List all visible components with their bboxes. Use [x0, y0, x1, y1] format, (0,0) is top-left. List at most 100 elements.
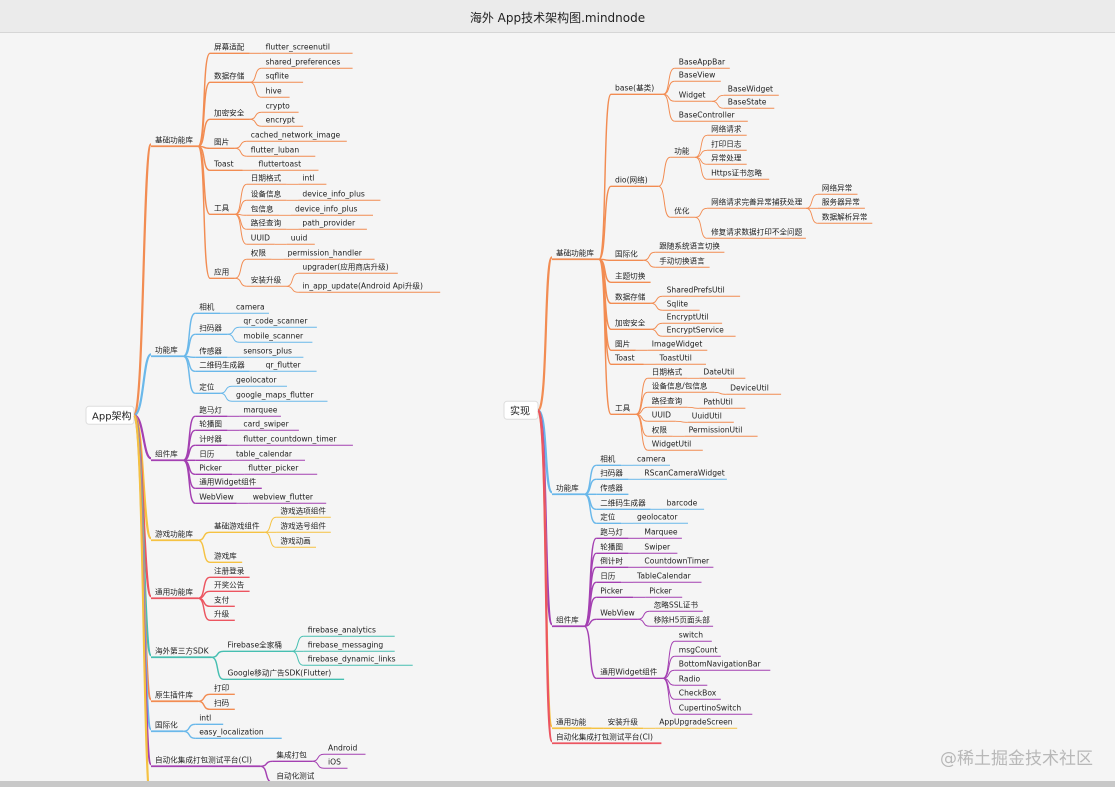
node-firebase-analytics[interactable]: firebase_analytics [308, 625, 376, 634]
node-cjk[interactable]: 定位 [199, 381, 215, 391]
node-cjk[interactable]: 国际化 [155, 719, 178, 729]
node-toastutil[interactable]: ToastUtil [659, 353, 692, 362]
node-camera[interactable]: camera [637, 454, 666, 463]
node-countdowntimer[interactable]: CountdownTimer [644, 556, 710, 565]
node-h5[interactable]: 移除H5页面头部 [654, 614, 711, 624]
node-toast[interactable]: Toast [213, 159, 234, 168]
node-cjk[interactable]: 跟随系统语言切换 [659, 240, 720, 250]
node-cjk[interactable]: 权限 [251, 247, 267, 257]
node-qr-code-scanner[interactable]: qr_code_scanner [243, 316, 308, 325]
node-dateutil[interactable]: DateUtil [703, 367, 734, 376]
node-cjk[interactable]: 设备信息/包信息 [652, 380, 708, 390]
node-cjk[interactable]: 升级 [214, 608, 230, 618]
node-picker[interactable]: Picker [600, 586, 623, 595]
node-encryptservice[interactable]: EncryptService [667, 325, 725, 334]
node-cjk[interactable]: 网络请求完善异常捕获处理 [711, 196, 803, 206]
node-radio[interactable]: Radio [679, 674, 701, 683]
node-cjk[interactable]: 开奖公告 [214, 579, 245, 589]
node-cjk[interactable]: 工具 [615, 403, 631, 412]
node-cjk[interactable]: 跑马灯 [600, 526, 623, 536]
node-pathutil[interactable]: PathUtil [703, 397, 732, 406]
node-bottomnavigationbar[interactable]: BottomNavigationBar [679, 659, 762, 668]
node-cached-network-image[interactable]: cached_network_image [251, 130, 341, 139]
node-cjk[interactable]: 屏幕适配 [214, 41, 245, 51]
node-cjk[interactable]: 游戏动画 [280, 535, 310, 545]
node-cjk[interactable]: 计时器 [199, 433, 222, 443]
node-cjk[interactable]: 图片 [615, 338, 630, 348]
node-android[interactable]: Android [328, 743, 358, 752]
node-cjk[interactable]: 游戏选项组件 [280, 505, 326, 515]
node-baseappbar[interactable]: BaseAppBar [679, 57, 726, 66]
node-base[interactable]: base(基类) [615, 82, 654, 92]
node-cjk[interactable]: 修复请求数据打印不全问题 [711, 226, 803, 236]
node-firebase-messaging[interactable]: firebase_messaging [308, 640, 384, 649]
node-picker[interactable]: Picker [649, 586, 672, 595]
node-cjk[interactable]: 加密安全 [214, 107, 245, 117]
node-cjk[interactable]: 日期格式 [251, 172, 282, 182]
node-cjk[interactable]: 国际化 [615, 248, 638, 258]
node-webview-flutter[interactable]: webview_flutter [253, 492, 314, 501]
node-cjk[interactable]: 图片 [214, 136, 229, 146]
node-in-app-update-android-api[interactable]: in_app_update(Android Api升级) [302, 280, 423, 290]
node-encryptutil[interactable]: EncryptUtil [667, 312, 709, 321]
node-upgrader[interactable]: upgrader(应用商店升级) [302, 261, 388, 271]
node-hive[interactable]: hive [266, 86, 282, 95]
node-baseview[interactable]: BaseView [679, 70, 716, 79]
node-flutter-screenutil[interactable]: flutter_screenutil [266, 42, 330, 51]
node-tablecalendar[interactable]: TableCalendar [636, 571, 692, 580]
node-flutter-luban[interactable]: flutter_luban [251, 145, 300, 154]
node-cjk[interactable]: 扫码器 [600, 467, 623, 477]
node-google-maps-flutter[interactable]: google_maps_flutter [236, 390, 314, 399]
node-fluttertoast[interactable]: fluttertoast [259, 159, 302, 168]
node-cjk[interactable]: 优化 [674, 205, 690, 215]
node-checkbox[interactable]: CheckBox [679, 688, 717, 697]
node-widgetutil[interactable]: WidgetUtil [652, 439, 692, 448]
node-ssl[interactable]: 忽略SSL证书 [654, 599, 699, 609]
node-picker[interactable]: Picker [199, 463, 222, 472]
node-barcode[interactable]: barcode [667, 498, 698, 507]
node-cjk[interactable]: 传感器 [199, 345, 222, 355]
node-cjk[interactable]: 二维码生成器 [199, 359, 245, 369]
node-cjk[interactable]: 数据存储 [214, 70, 245, 80]
node-cjk[interactable]: 路径查询 [652, 395, 683, 405]
node-cjk[interactable]: 日期格式 [652, 366, 683, 376]
node-cjk[interactable]: 相机 [600, 453, 616, 463]
node-cjk[interactable]: 通用功能 [556, 716, 587, 726]
node-deviceutil[interactable]: DeviceUtil [730, 383, 769, 392]
node-cjk[interactable]: 加密安全 [615, 317, 646, 327]
node-device-info-plus[interactable]: device_info_plus [302, 189, 365, 198]
node-cjk[interactable]: 相机 [199, 301, 215, 311]
node-flutter-countdown-timer[interactable]: flutter_countdown_timer [243, 434, 337, 443]
node-sharedprefsutil[interactable]: SharedPrefsUtil [667, 285, 725, 294]
node-cjk[interactable]: 打印日志 [711, 138, 742, 148]
node-qr-flutter[interactable]: qr_flutter [266, 360, 302, 369]
node-cjk[interactable]: 基础功能库 [556, 247, 594, 257]
node-cjk[interactable]: 工具 [214, 203, 230, 212]
node-cjk[interactable]: 设备信息 [251, 188, 282, 198]
node-cjk[interactable]: 游戏库 [214, 550, 237, 560]
node-https[interactable]: Https证书忽略 [711, 167, 762, 177]
node-cjk[interactable]: 二维码生成器 [600, 497, 646, 507]
node-cjk[interactable]: 安装升级 [251, 274, 282, 284]
node-swiper[interactable]: Swiper [644, 542, 671, 551]
node-cjk[interactable]: 轮播图 [199, 418, 222, 428]
node-card-swiper[interactable]: card_swiper [243, 419, 289, 428]
node-basestate[interactable]: BaseState [728, 97, 767, 106]
node-cjk[interactable]: 游戏功能库 [155, 528, 193, 538]
node-msgcount[interactable]: msgCount [679, 645, 718, 654]
node-cjk[interactable]: 游戏选号组件 [280, 520, 326, 530]
node-encrypt[interactable]: encrypt [266, 115, 295, 124]
node-cjk[interactable]: 权限 [652, 424, 668, 434]
node-rscancamerawidget[interactable]: RScanCameraWidget [644, 468, 724, 477]
node-cjk[interactable]: 组件库 [155, 448, 178, 458]
node-widget[interactable]: Widget [679, 90, 706, 99]
node-marquee[interactable]: marquee [243, 405, 277, 414]
node-cjk[interactable]: 功能库 [556, 482, 579, 492]
node-cjk[interactable]: 路径查询 [251, 217, 282, 227]
node-cjk[interactable]: 扫码 [214, 697, 230, 707]
node-cjk[interactable]: 集成打包 [276, 749, 307, 759]
node-cjk[interactable]: 倒计时 [600, 555, 623, 565]
node-uuid[interactable]: uuid [291, 233, 308, 242]
node-webview[interactable]: WebView [600, 608, 635, 617]
